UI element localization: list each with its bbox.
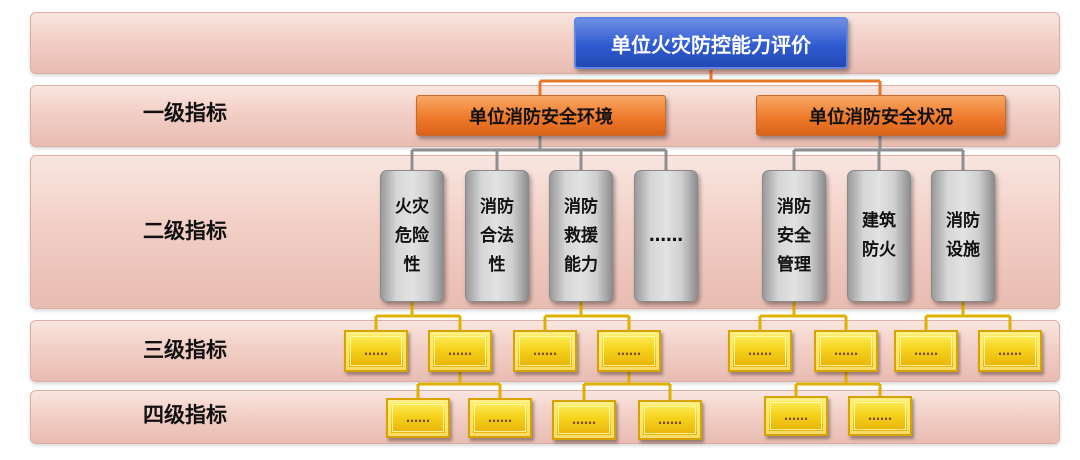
level2-node-legality-line3: 性	[488, 254, 506, 275]
level2-node-fire-hazard-line3: 性	[403, 254, 421, 275]
level2-node-rescue-line1: 消防	[564, 196, 598, 217]
level2-node-legality-line1: 消防	[480, 196, 514, 217]
level2-node-safety-management-line2: 安全	[777, 225, 811, 246]
level2-node-rescue-line3: 能力	[564, 254, 598, 275]
level4-node: ……	[638, 400, 702, 440]
level3-node: ……	[344, 330, 408, 372]
level1-node-status: 单位消防安全状况	[756, 95, 1006, 136]
level2-node-fire-facilities: 消防设施	[931, 170, 995, 302]
band-root	[30, 12, 1060, 74]
level2-node-legality: 消防合法性	[465, 170, 529, 302]
level2-node-more: ……	[634, 170, 698, 302]
level2-node-fire-hazard: 火灾危险性	[380, 170, 444, 302]
level2-node-fire-hazard-line2: 危险	[395, 225, 429, 246]
level2-label: 二级指标	[143, 219, 227, 243]
level3-node: ……	[597, 330, 661, 372]
level2-node-rescue: 消防救援能力	[549, 170, 613, 302]
level2-node-building-fire-protection-line1: 建筑	[862, 211, 896, 231]
level4-node: ……	[552, 400, 616, 440]
level3-node: ……	[894, 330, 958, 372]
level2-node-more-line1: ……	[649, 225, 683, 246]
root-node: 单位火灾防控能力评价	[574, 17, 848, 69]
level1-label: 一级指标	[143, 101, 227, 125]
level3-node: ……	[814, 330, 878, 372]
level2-node-fire-hazard-line1: 火灾	[395, 196, 429, 217]
level3-node: ……	[428, 330, 492, 372]
level2-node-building-fire-protection: 建筑防火	[847, 170, 911, 302]
level3-node: ……	[728, 330, 792, 372]
level3-node: ……	[978, 330, 1042, 372]
level4-node: ……	[468, 398, 532, 438]
level2-node-safety-management-line3: 管理	[777, 254, 811, 275]
level2-node-fire-facilities-line1: 消防	[946, 211, 980, 231]
level3-label: 三级指标	[143, 338, 227, 362]
level2-node-fire-facilities-line2: 设施	[946, 240, 980, 260]
level4-node: ……	[848, 396, 912, 436]
level2-node-building-fire-protection-line2: 防火	[862, 240, 896, 260]
level3-node: ……	[513, 330, 577, 372]
level4-node: ……	[386, 398, 450, 438]
level4-node: ……	[764, 396, 828, 436]
level2-node-safety-management: 消防安全管理	[762, 170, 826, 302]
level2-node-legality-line2: 合法	[480, 225, 514, 246]
level2-node-safety-management-line1: 消防	[777, 196, 811, 217]
level4-label: 四级指标	[143, 403, 227, 427]
level2-node-rescue-line2: 救援	[564, 225, 598, 246]
level1-node-environment: 单位消防安全环境	[416, 95, 666, 136]
